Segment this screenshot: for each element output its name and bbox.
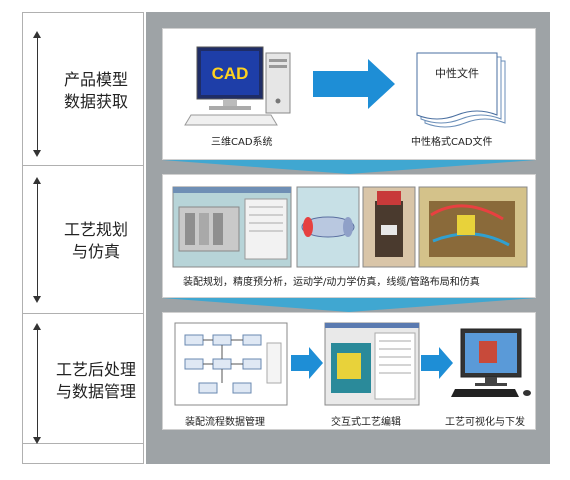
flow-arrow-icon [313,59,395,109]
flow-arrow-icon [291,347,323,379]
arrow-down-icon [33,437,41,444]
computer-icon [184,46,291,126]
interactive-editor-image [324,322,420,406]
stage-2-label-line-1: 工艺规划 [63,220,128,239]
assembly-planning-image [172,186,292,268]
stage-2-label: 工艺规划 与仿真 [49,219,143,263]
cable-routing-image [418,186,528,268]
arrow-up-icon [33,323,41,330]
stage-3-label: 工艺后处理 与数据管理 [49,359,143,403]
stage-label-column: 产品模型 数据获取 工艺规划 与仿真 工艺后处理 与数据管理 [22,12,144,464]
arrow-down-icon [33,150,41,157]
caption-neutral-cad-file: 中性格式CAD文件 [411,137,493,148]
flow-arrow-icon [421,347,453,379]
row-divider [23,165,143,166]
caption-process-planning: 装配规划，精度预分析，运动学/动力学仿真，线缆/管路布局和仿真 [183,277,480,288]
arrow-up-icon [33,177,41,184]
arrow-up-icon [33,31,41,38]
neutral-file-title: 中性文件 [435,66,479,80]
row-divider [23,313,143,314]
range-line [37,183,38,297]
range-line [37,37,38,151]
process-panel: CAD 中性文件 三维CAD系统 中性格式CAD文件 [146,12,550,464]
flow-funnel [162,160,536,174]
stage-2-box: 装配规划，精度预分析，运动学/动力学仿真，线缆/管路布局和仿真 [162,174,536,298]
flow-funnel [162,298,536,312]
caption-cad-system: 三维CAD系统 [211,137,273,148]
cad-badge: CAD [212,64,249,83]
row-divider [23,443,143,444]
stage-3-label-line-1: 工艺后处理 [55,360,136,379]
stage-1-label-line-2: 数据获取 [63,92,128,111]
stage-1-graphics: CAD 中性文件 [184,46,506,128]
stage-1-box: CAD 中性文件 三维CAD系统 中性格式CAD文件 [162,28,536,160]
stage-3-graphics [174,322,531,406]
stage-3-box: 装配流程数据管理 交互式工艺编辑 工艺可视化与下发 [162,312,536,430]
stage-2-label-line-2: 与仿真 [71,242,120,261]
range-line [37,329,38,439]
arrow-down-icon [33,296,41,303]
caption-assembly-data-management: 装配流程数据管理 [185,417,265,428]
precision-analysis-image [296,186,360,268]
dynamics-simulation-image [362,186,416,268]
caption-interactive-editing: 交互式工艺编辑 [331,417,401,428]
stage-2-graphics [172,186,528,268]
flowchart-document-image [174,322,288,406]
stage-1-label: 产品模型 数据获取 [49,69,143,113]
caption-visualization-release: 工艺可视化与下发 [445,417,525,428]
visualization-monitor-icon [451,328,531,397]
stage-1-label-line-1: 产品模型 [63,70,128,89]
stage-3-label-line-2: 与数据管理 [55,382,136,401]
document-stack-icon [416,52,506,128]
